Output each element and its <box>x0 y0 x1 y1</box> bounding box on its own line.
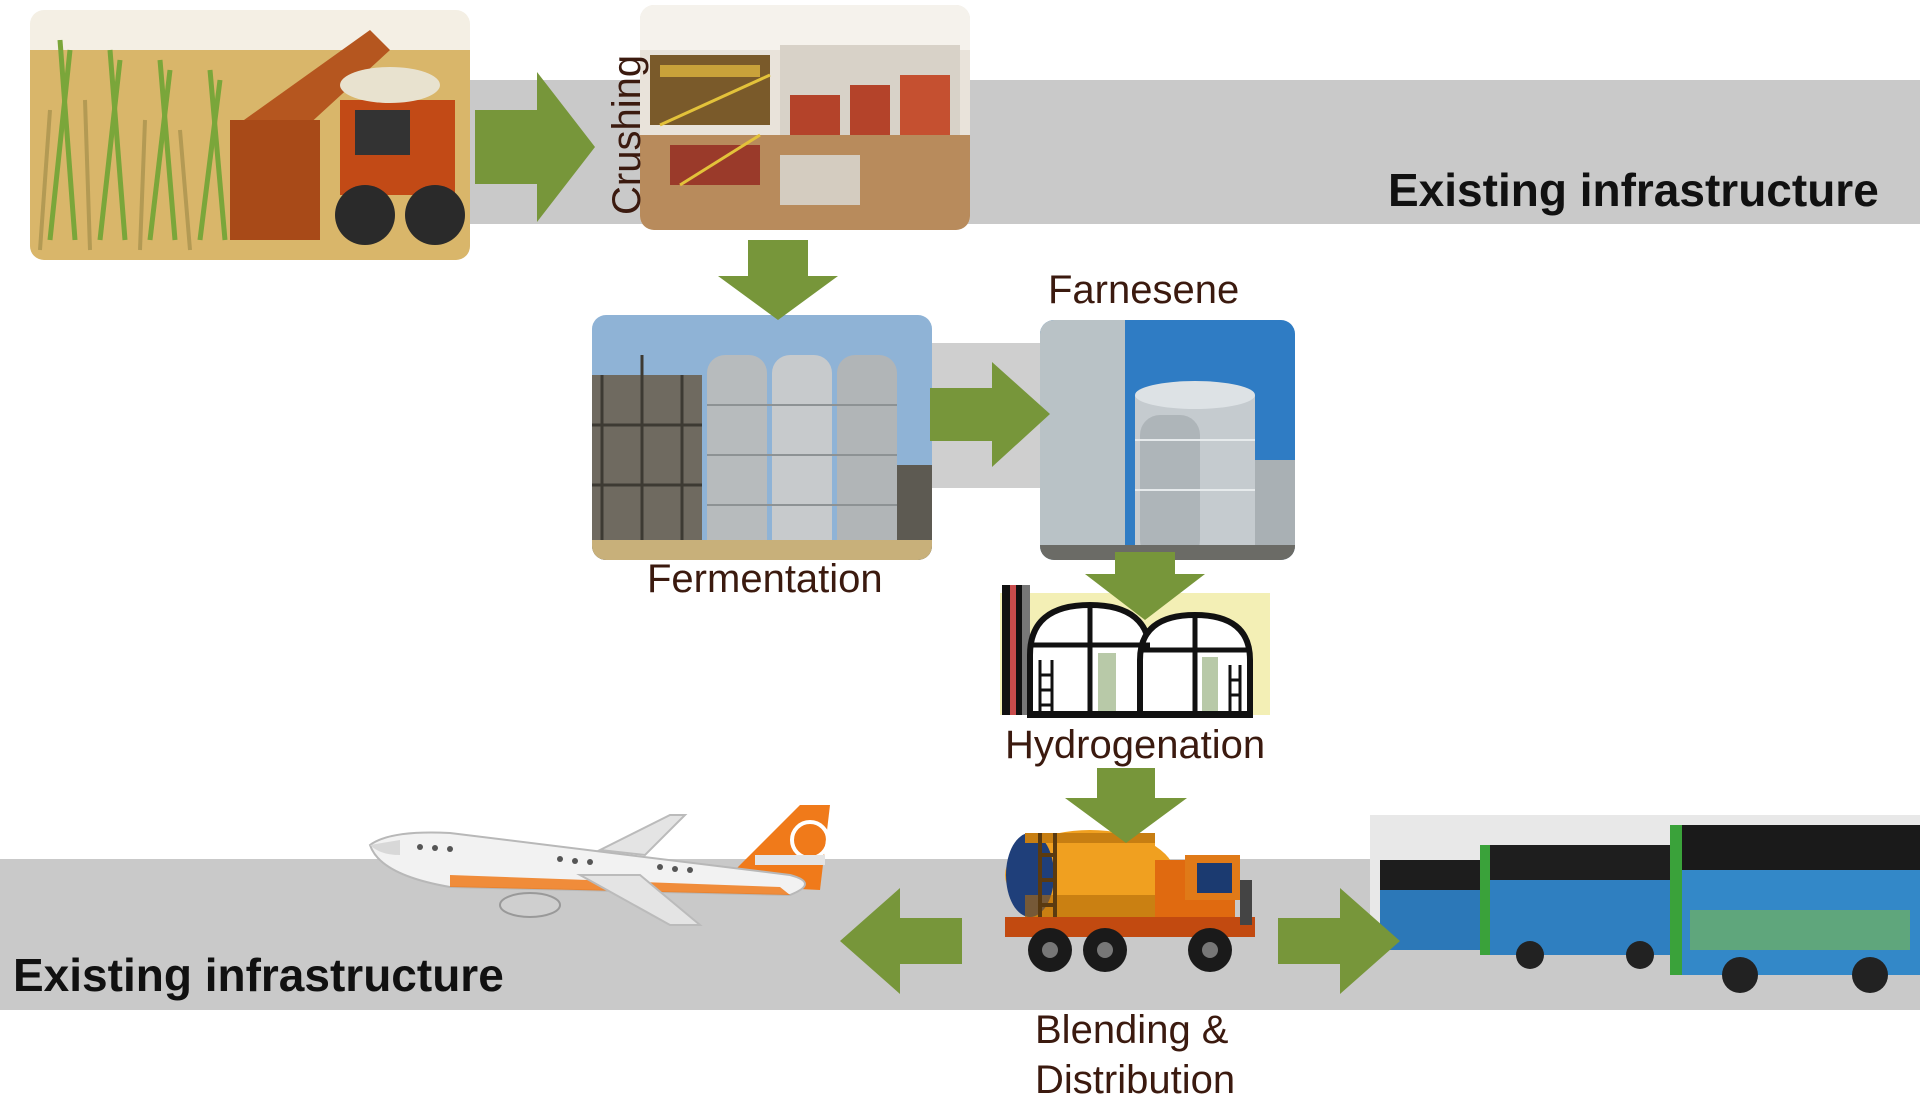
farnesene-label: Farnesene <box>1048 268 1240 312</box>
top-infrastructure-label: Existing infrastructure <box>1388 164 1879 216</box>
arrow-blending-to-aviation <box>840 888 962 994</box>
blending-label-line1: Blending & <box>1035 1008 1229 1052</box>
fermentation-tanks-photo <box>592 315 932 560</box>
crushing-label: Crushing <box>605 54 649 215</box>
arrow-harvest-to-crushing <box>475 72 595 222</box>
buses-photo <box>1370 815 1920 1010</box>
arrow-blending-to-buses <box>1278 888 1400 994</box>
arrow-hydrogenation-to-blending <box>1065 768 1187 843</box>
tanker-truck-clipart <box>1005 825 1285 985</box>
fermentation-label: Fermentation <box>647 557 883 601</box>
hydrogenation-label: Hydrogenation <box>1005 723 1266 767</box>
farnesene-storage-photo <box>1040 320 1295 560</box>
airplane-photo <box>360 795 840 940</box>
bottom-infrastructure-label: Existing infrastructure <box>13 949 504 1001</box>
arrow-crushing-to-fermentation <box>718 240 838 320</box>
sugarcane-harvester-photo <box>30 10 470 260</box>
crushing-mill-photo <box>640 5 970 230</box>
blending-label-line2: Distribution <box>1035 1058 1236 1102</box>
hydrogenation-tanks-clipart <box>990 585 1280 720</box>
arrow-farnesene-to-hydrogenation <box>1085 552 1205 620</box>
arrow-fermentation-to-farnesene <box>930 362 1050 467</box>
